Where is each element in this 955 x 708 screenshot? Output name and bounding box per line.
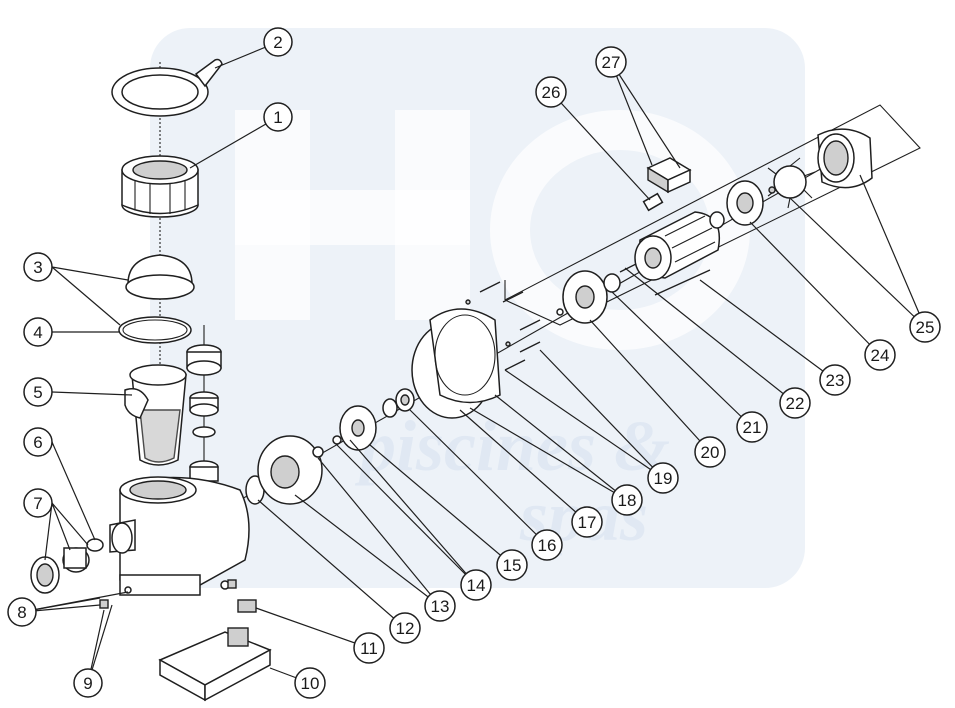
svg-text:3: 3 — [33, 258, 42, 277]
svg-text:20: 20 — [701, 443, 720, 462]
callout-16: 16 — [531, 529, 563, 561]
callout-6: 6 — [23, 427, 53, 457]
callout-25: 25 — [909, 311, 941, 343]
callout-bubbles: 2 1 3 4 5 6 7 8 9 10 11 12 13 14 15 16 1… — [7, 27, 941, 699]
callout-7: 7 — [23, 488, 53, 518]
callout-19: 19 — [647, 462, 679, 494]
part-motor-stator — [634, 211, 720, 296]
callout-15: 15 — [496, 549, 528, 581]
svg-text:7: 7 — [33, 494, 42, 513]
svg-text:5: 5 — [33, 383, 42, 402]
callout-20: 20 — [694, 436, 726, 468]
part-pump-body — [109, 476, 250, 596]
svg-text:13: 13 — [431, 597, 450, 616]
svg-text:27: 27 — [602, 53, 621, 72]
svg-text:2: 2 — [273, 33, 282, 52]
part-small-block — [237, 599, 257, 613]
callout-26: 26 — [535, 76, 567, 108]
callout-5: 5 — [23, 377, 53, 407]
part-wrench — [111, 58, 223, 117]
part-bolts — [465, 281, 541, 371]
svg-text:26: 26 — [542, 83, 561, 102]
part-seal-small — [312, 446, 324, 458]
part-lid-ring — [121, 155, 199, 218]
callout-8: 8 — [7, 597, 37, 627]
svg-text:24: 24 — [871, 346, 890, 365]
callout-21: 21 — [736, 411, 768, 443]
part-base — [158, 627, 272, 702]
callout-22: 22 — [779, 387, 811, 419]
callout-17: 17 — [571, 506, 603, 538]
svg-text:6: 6 — [33, 433, 42, 452]
svg-text:1: 1 — [273, 108, 282, 127]
callout-4: 4 — [23, 317, 53, 347]
callout-10: 10 — [294, 667, 326, 699]
part-drain-plug-right — [227, 579, 237, 589]
callout-24: 24 — [864, 339, 896, 371]
watermark: piscines & spas — [150, 28, 805, 588]
callout-9: 9 — [73, 668, 103, 698]
part-diffuser — [257, 435, 323, 505]
svg-text:16: 16 — [538, 536, 557, 555]
part-rear-end-bell — [709, 180, 764, 229]
callout-11: 11 — [353, 632, 385, 664]
svg-text:19: 19 — [654, 469, 673, 488]
svg-text:25: 25 — [916, 318, 935, 337]
svg-text:17: 17 — [578, 513, 597, 532]
part-terminal-box — [646, 157, 692, 194]
svg-text:22: 22 — [786, 394, 805, 413]
watermark-text-line-1: piscines & — [354, 406, 670, 486]
part-strainer-basket — [124, 364, 187, 466]
leader-lines — [21, 41, 926, 684]
part-drain-plug — [99, 599, 109, 609]
svg-text:14: 14 — [467, 576, 486, 595]
part-capacitor — [642, 192, 664, 212]
svg-text:23: 23 — [826, 371, 845, 390]
part-seal-small-2 — [332, 435, 342, 445]
svg-text:4: 4 — [33, 323, 42, 342]
svg-text:18: 18 — [618, 491, 637, 510]
callout-1: 1 — [263, 102, 293, 132]
callout-12: 12 — [389, 612, 421, 644]
svg-text:8: 8 — [17, 603, 26, 622]
callout-18: 18 — [611, 484, 643, 516]
svg-text:12: 12 — [396, 619, 415, 638]
part-lid-oring — [118, 316, 192, 344]
part-fan-and-cover — [767, 128, 873, 209]
callout-14: 14 — [460, 569, 492, 601]
callout-2: 2 — [263, 27, 293, 57]
callout-3: 3 — [23, 252, 53, 282]
part-front-end-bell — [556, 270, 608, 324]
svg-text:9: 9 — [83, 674, 92, 693]
svg-text:11: 11 — [360, 639, 378, 658]
svg-text:15: 15 — [503, 556, 522, 575]
part-lid — [125, 254, 195, 300]
svg-text:21: 21 — [743, 418, 762, 437]
callout-27: 27 — [595, 46, 627, 78]
part-motor-bracket — [429, 308, 501, 404]
callout-23: 23 — [819, 364, 851, 396]
callout-13: 13 — [424, 590, 456, 622]
part-impeller — [339, 405, 377, 451]
svg-text:10: 10 — [301, 674, 320, 693]
part-mechanical-seal — [382, 388, 415, 418]
part-union-nut-top — [186, 344, 222, 482]
part-front-bearing — [603, 273, 621, 293]
part-union-fittings-left — [30, 538, 104, 594]
